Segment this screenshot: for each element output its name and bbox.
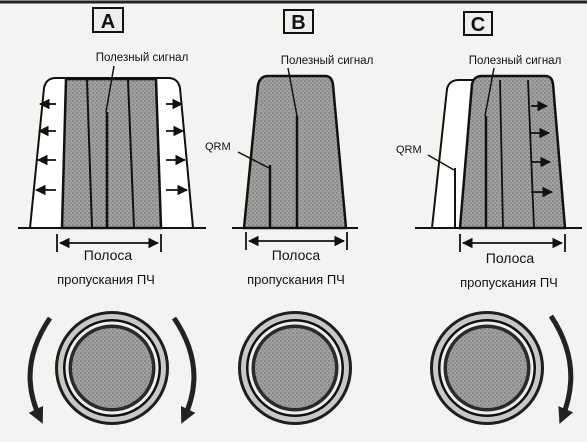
panel-label: B bbox=[291, 12, 305, 34]
bandwidth-label-line1: Полоса bbox=[84, 247, 133, 263]
bandwidth-label-line2: пропускания ПЧ bbox=[57, 272, 155, 287]
passband-shape bbox=[460, 76, 565, 228]
bandwidth-label-line2: пропускания ПЧ bbox=[460, 275, 558, 290]
useful-signal-label: Полезный сигнал bbox=[281, 55, 374, 67]
bandwidth-label-line2: пропускания ПЧ bbox=[247, 272, 345, 287]
tuning-knob bbox=[238, 311, 352, 425]
panel-c: C Полезный сигнал QRM Полоса пропускания… bbox=[396, 12, 582, 425]
qrm-label: QRM bbox=[205, 141, 231, 153]
rotation-arrow-left bbox=[30, 318, 50, 418]
panel-b: B Полезный сигнал QRM Полоса пропускания… bbox=[205, 10, 373, 425]
panel-label: C bbox=[471, 14, 485, 36]
bandwidth-label-line1: Полоса bbox=[486, 250, 535, 266]
passband-shape bbox=[62, 79, 161, 228]
rotation-arrow-right bbox=[174, 318, 194, 418]
panel-label: A bbox=[101, 11, 115, 33]
useful-signal-label: Полезный сигнал bbox=[469, 55, 562, 67]
bandwidth-label-line1: Полоса bbox=[272, 247, 321, 263]
qrm-label: QRM bbox=[396, 144, 422, 156]
passband-shape bbox=[244, 76, 346, 228]
rotation-arrow-right bbox=[551, 316, 571, 418]
panel-a: A Полезный сигнал Полоса пропускания ПЧ bbox=[18, 8, 206, 425]
useful-signal-label: Полезный сигнал bbox=[96, 52, 189, 64]
tuning-knob bbox=[55, 311, 169, 425]
tuning-knob bbox=[430, 311, 544, 425]
